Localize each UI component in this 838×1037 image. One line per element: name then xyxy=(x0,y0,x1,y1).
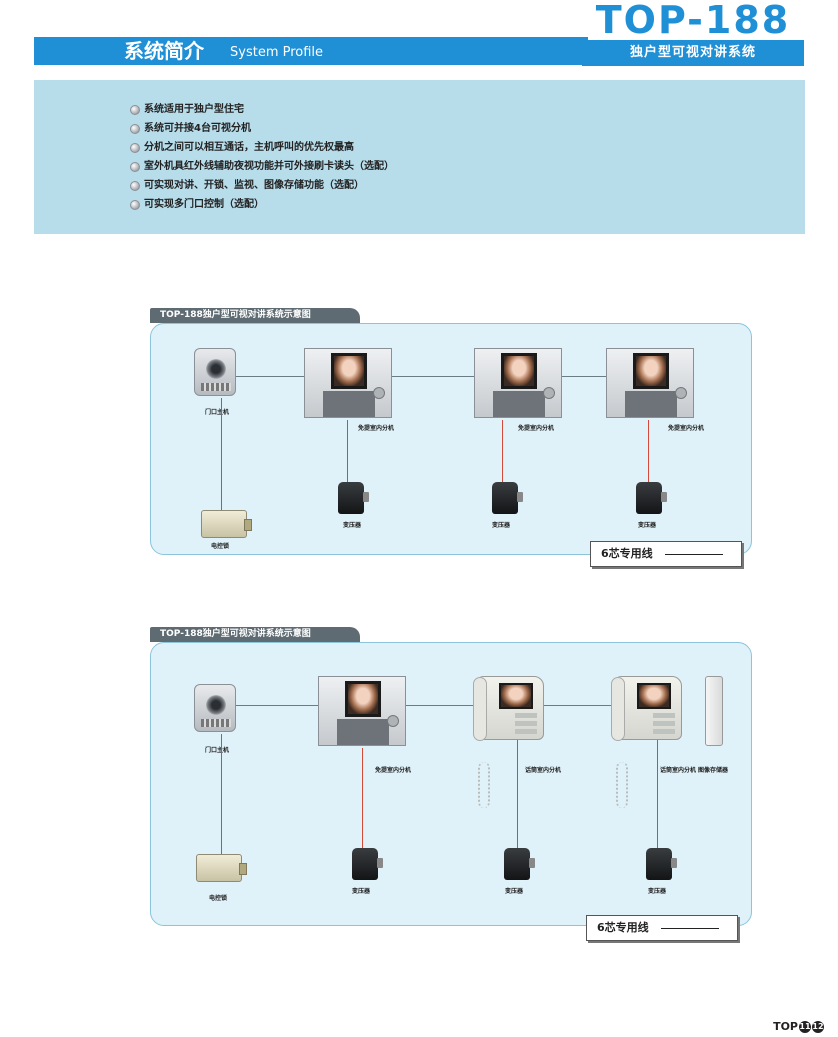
adapter-label: 变压器 xyxy=(352,888,371,895)
adapter-label: 变压器 xyxy=(505,888,524,895)
power-wire xyxy=(502,420,503,482)
power-adapter-icon xyxy=(492,482,523,514)
handset-cord-icon xyxy=(478,762,490,808)
indoor-monitor-icon xyxy=(304,348,392,418)
cable-legend-line xyxy=(661,928,719,929)
bullet-icon xyxy=(130,161,140,172)
image-storage-icon xyxy=(705,676,723,746)
power-adapter-icon xyxy=(636,482,667,514)
power-wire xyxy=(648,420,649,482)
electric-lock-icon xyxy=(201,510,252,538)
profile-item: 系统可并接4台可视分机 xyxy=(130,119,394,138)
adapter-label: 变压器 xyxy=(648,888,667,895)
adapter-label: 变压器 xyxy=(492,522,511,529)
power-wire xyxy=(347,420,348,482)
bus-wire xyxy=(236,705,636,706)
indoor-monitor-icon xyxy=(474,348,562,418)
power-adapter-icon xyxy=(352,848,383,880)
monitor-label: 免提室内分机 xyxy=(518,425,555,432)
footer-prefix: TOP xyxy=(773,1020,798,1033)
door-station-label: 门口主机 xyxy=(205,409,230,416)
handset-label: 话筒室内分机 xyxy=(660,767,697,774)
diagram1-title: TOP-188独户型可视对讲系统示意图 xyxy=(150,308,360,323)
power-adapter-icon xyxy=(646,848,677,880)
indoor-monitor-icon xyxy=(318,676,406,746)
power-adapter-icon xyxy=(504,848,535,880)
door-station-icon xyxy=(194,684,236,732)
electric-lock-icon xyxy=(196,854,247,882)
lock-label: 电控锁 xyxy=(209,895,228,902)
profile-item: 系统适用于独户型住宅 xyxy=(130,100,394,119)
profile-item: 可实现对讲、开锁、监视、图像存储功能（选配） xyxy=(130,176,394,195)
cable-legend-line xyxy=(665,554,723,555)
monitor-label: 免提室内分机 xyxy=(668,425,705,432)
page-number-badge: 11 xyxy=(799,1020,811,1033)
cable-legend-label: 6芯专用线 xyxy=(601,547,653,560)
cable-legend-label: 6芯专用线 xyxy=(597,921,649,934)
adapter-label: 变压器 xyxy=(343,522,362,529)
profile-panel: 系统适用于独户型住宅 系统可并接4台可视分机 分机之间可以相互通话，主机呼叫的优… xyxy=(34,80,805,234)
page-footer: TOP 11 12 xyxy=(773,1020,824,1033)
lock-wire xyxy=(221,734,222,854)
monitor-label: 免提室内分机 xyxy=(375,767,412,774)
door-station-label: 门口主机 xyxy=(205,747,230,754)
brand-block: TOP-188 独户型可视对讲系统 xyxy=(582,0,804,66)
profile-list: 系统适用于独户型住宅 系统可并接4台可视分机 分机之间可以相互通话，主机呼叫的优… xyxy=(130,100,394,214)
handset-cord-icon xyxy=(616,762,628,808)
brand-title: TOP-188 xyxy=(595,0,791,42)
section-title-en: System Profile xyxy=(230,45,324,60)
bullet-icon xyxy=(130,142,140,153)
adapter-label: 变压器 xyxy=(638,522,657,529)
section-title-bar: 系统简介 System Profile xyxy=(34,37,588,65)
profile-item: 分机之间可以相互通话，主机呼叫的优先权最高 xyxy=(130,138,394,157)
bus-wire xyxy=(236,376,608,377)
bullet-icon xyxy=(130,199,140,210)
cable-legend: 6芯专用线 xyxy=(590,541,742,567)
profile-item: 可实现多门口控制（选配） xyxy=(130,195,394,214)
lock-wire xyxy=(221,398,222,510)
page-number-badge: 12 xyxy=(812,1020,824,1033)
profile-item: 室外机具红外线辅助夜视功能并可外接刷卡读头（选配） xyxy=(130,157,394,176)
handset-monitor-icon xyxy=(611,676,682,741)
power-wire xyxy=(362,748,363,848)
power-wire xyxy=(517,740,518,848)
storage-label: 图像存储器 xyxy=(698,767,729,774)
door-station-icon xyxy=(194,348,236,396)
bullet-icon xyxy=(130,104,140,115)
power-wire xyxy=(657,740,658,848)
power-adapter-icon xyxy=(338,482,369,514)
lock-label: 电控锁 xyxy=(211,543,230,550)
handset-label: 话筒室内分机 xyxy=(525,767,562,774)
cable-legend: 6芯专用线 xyxy=(586,915,738,941)
indoor-monitor-icon xyxy=(606,348,694,418)
diagram2-title: TOP-188独户型可视对讲系统示意图 xyxy=(150,627,360,642)
bullet-icon xyxy=(130,123,140,134)
brand-subtitle: 独户型可视对讲系统 xyxy=(582,40,804,66)
bullet-icon xyxy=(130,180,140,191)
handset-monitor-icon xyxy=(473,676,544,741)
section-title-cn: 系统简介 xyxy=(124,39,204,63)
monitor-label: 免提室内分机 xyxy=(358,425,395,432)
